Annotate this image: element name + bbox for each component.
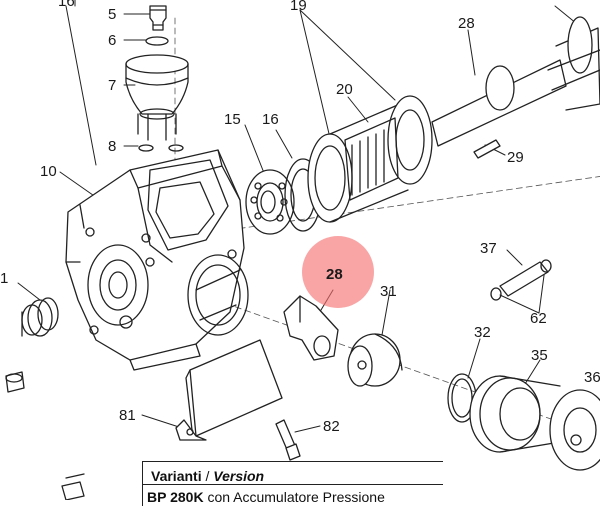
callout-label: 8	[108, 138, 117, 155]
callout-label: 7	[108, 77, 117, 94]
callout-label: 20	[336, 81, 353, 98]
callout-label: 31	[380, 283, 397, 300]
part-bolt	[275, 419, 301, 461]
part-connecting-rod	[283, 295, 339, 361]
callout-label: 81	[119, 407, 136, 424]
version-heading-sep: /	[205, 468, 210, 484]
callout-label: 1	[0, 270, 9, 287]
callout-label: 10	[40, 163, 57, 180]
part-bearing	[245, 169, 295, 235]
part-circlip-right	[540, 259, 552, 273]
version-table: Varianti / Version BP 280K con Accumulat…	[142, 461, 443, 506]
callout-label: 6	[108, 32, 117, 49]
callout-label: 29	[507, 149, 524, 166]
leader-lines	[17, 0, 583, 433]
callout-label: 82	[323, 418, 340, 435]
part-plug-bottom	[5, 371, 25, 393]
callout-label: 15	[224, 111, 241, 128]
part-cylinder-sleeve	[469, 375, 561, 453]
callout-label: 62	[530, 310, 547, 327]
part-valve-cover	[549, 389, 600, 471]
part-bracket	[175, 339, 283, 441]
callout-label: 37	[480, 240, 497, 257]
callout-label: 32	[474, 324, 491, 341]
version-row: BP 280K con Accumulatore Pressione	[147, 489, 385, 505]
part-gear-cover	[307, 95, 433, 223]
version-heading: Varianti / Version	[151, 468, 264, 484]
callout-label: 35	[531, 347, 548, 364]
part-washer-left	[138, 144, 154, 152]
callout-label: 16	[58, 0, 75, 10]
version-code: BP 280K	[147, 489, 204, 505]
part-washer-right	[168, 144, 184, 152]
part-plug	[149, 5, 167, 31]
version-description: con Accumulatore Pressione	[207, 489, 385, 505]
callout-label-highlighted: 28	[326, 266, 343, 283]
version-heading-it: Varianti	[151, 468, 202, 484]
part-o-ring	[145, 36, 169, 46]
callout-label: 19	[290, 0, 307, 14]
highlight-marker	[302, 236, 374, 308]
part-fitting-bottom	[61, 473, 85, 500]
part-oil-reservoir	[125, 54, 189, 141]
part-seal	[21, 297, 59, 337]
callout-label: 5	[108, 6, 117, 23]
part-crankshaft	[431, 16, 600, 147]
part-key	[473, 139, 501, 159]
callout-label: 36	[584, 369, 600, 386]
callout-label: 28	[458, 15, 475, 32]
version-divider	[143, 484, 443, 485]
version-heading-en: Version	[213, 468, 265, 484]
part-circlip-left	[490, 287, 502, 301]
callout-label: 16	[262, 111, 279, 128]
part-pump-body	[65, 149, 249, 371]
part-piston	[347, 333, 403, 387]
